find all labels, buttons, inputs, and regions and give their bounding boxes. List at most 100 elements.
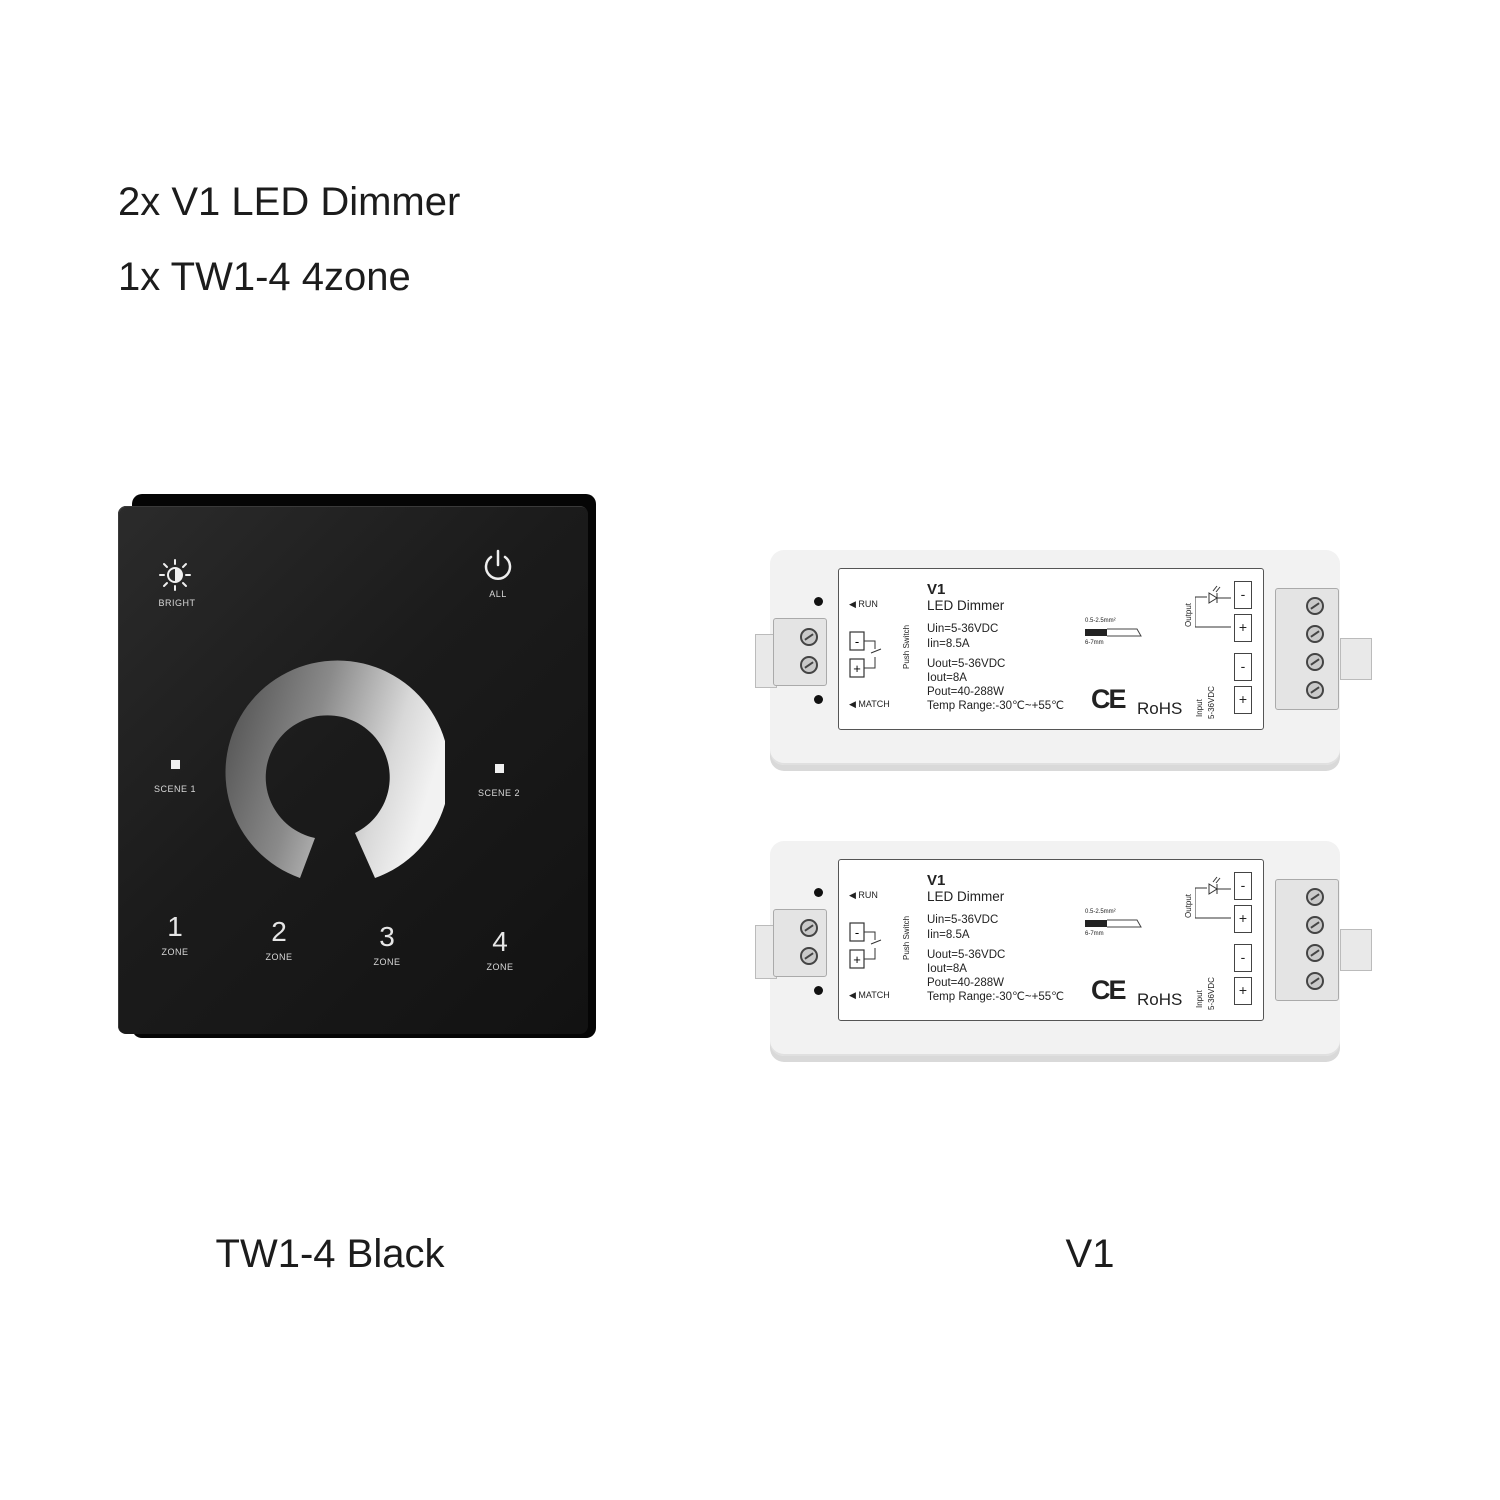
screw — [800, 947, 818, 965]
brightness-dial[interactable] — [215, 638, 445, 898]
dimmer-label: ◀ RUN ◀ MATCH - + Push Switch V1 LED Dim… — [838, 859, 1264, 1021]
led-icon — [1195, 876, 1231, 919]
screw — [1306, 653, 1324, 671]
match-text: ◀ MATCH — [849, 990, 890, 1000]
iout-text: Iout=8A — [927, 963, 967, 975]
run-led — [814, 888, 823, 897]
wire-icon — [1085, 919, 1142, 928]
rohs-mark: RoHS — [1137, 990, 1183, 1009]
iout-text: Iout=8A — [927, 672, 967, 684]
zone-1-label: ZONE — [161, 947, 189, 957]
svg-text:+: + — [853, 661, 861, 676]
zone-3-label: ZONE — [373, 957, 401, 967]
scene-2-label: SCENE 2 — [477, 788, 521, 798]
temp-text: Temp Range:-30℃~+55℃ — [927, 991, 1065, 1003]
right-mount-tab — [1340, 929, 1372, 971]
uout-text: Uout=5-36VDC — [927, 949, 1006, 961]
tw1-4-wall-panel: BRIGHT ALL SCENE 1 SCENE 2 1 — [118, 492, 598, 1040]
switch-icon: - + — [849, 922, 882, 969]
wire-gauge-text: 0.5-2.5mm² — [1085, 909, 1116, 915]
strip-length-text: 6-7mm — [1085, 640, 1104, 646]
match-button[interactable] — [814, 695, 823, 704]
dimmer-label: ◀ RUN ◀ MATCH - + Push Switch V1 LED Dim… — [838, 568, 1264, 730]
scene-1-label: SCENE 1 — [153, 784, 197, 794]
scene-2-button[interactable] — [495, 764, 504, 773]
wire-gauge-text: 0.5-2.5mm² — [1085, 618, 1116, 624]
svg-text:-: - — [855, 925, 859, 940]
match-button[interactable] — [814, 986, 823, 995]
ce-mark: CE — [1091, 684, 1126, 714]
zone-4-number[interactable]: 4 — [492, 926, 508, 957]
scene-1-button[interactable] — [171, 760, 180, 769]
output-text: Output — [1184, 893, 1193, 918]
strip-length-text: 6-7mm — [1085, 931, 1104, 937]
panel-caption: TW1-4 Black — [215, 1232, 445, 1276]
zone-2-number[interactable]: 2 — [271, 916, 287, 947]
screw — [800, 628, 818, 646]
output-plus-terminal: + — [1234, 905, 1252, 933]
iin-text: Iin=8.5A — [927, 929, 970, 941]
zone-2-label: ZONE — [265, 952, 293, 962]
wire-icon — [1085, 628, 1142, 637]
zone-4-label: ZONE — [486, 962, 514, 972]
bright-label: BRIGHT — [158, 598, 196, 608]
output-text: Output — [1184, 602, 1193, 627]
model-text: V1 — [927, 872, 946, 889]
input-plus-terminal: + — [1234, 977, 1252, 1005]
output-input-terminal — [1275, 588, 1339, 710]
output-minus-terminal: - — [1234, 872, 1252, 900]
pout-text: Pout=40-288W — [927, 977, 1005, 989]
svg-text:+: + — [853, 952, 861, 967]
push-switch-text: Push Switch — [902, 624, 911, 669]
uin-text: Uin=5-36VDC — [927, 914, 999, 926]
heading-line-2: 1x TW1-4 4zone — [118, 255, 411, 299]
v1-dimmer-1: ◀ RUN ◀ MATCH - + Push Switch V1 LED Dim… — [755, 550, 1395, 780]
ce-mark: CE — [1091, 975, 1126, 1005]
power-icon[interactable] — [482, 548, 514, 582]
screw — [1306, 916, 1324, 934]
input-voltage-text: 5-36VDC — [1207, 686, 1216, 719]
screw — [1306, 681, 1324, 699]
zone-3-number[interactable]: 3 — [379, 921, 395, 952]
sun-icon[interactable] — [158, 558, 192, 592]
run-text: ◀ RUN — [849, 890, 878, 900]
svg-text:-: - — [855, 634, 859, 649]
input-minus-terminal: - — [1234, 653, 1252, 681]
screw — [800, 919, 818, 937]
push-switch-text: Push Switch — [902, 915, 911, 960]
output-plus-terminal: + — [1234, 614, 1252, 642]
push-switch-terminal — [773, 909, 827, 977]
run-text: ◀ RUN — [849, 599, 878, 609]
panel-face: BRIGHT ALL SCENE 1 SCENE 2 1 — [118, 506, 588, 1034]
v1-dimmer-2: ◀ RUN ◀ MATCH - + Push Switch V1 LED Dim… — [755, 841, 1395, 1071]
zone-1-number[interactable]: 1 — [167, 911, 183, 942]
uout-text: Uout=5-36VDC — [927, 658, 1006, 670]
uin-text: Uin=5-36VDC — [927, 623, 999, 635]
input-minus-terminal: - — [1234, 944, 1252, 972]
screw — [1306, 944, 1324, 962]
push-switch-terminal — [773, 618, 827, 686]
model-text: V1 — [927, 581, 946, 598]
led-icon — [1195, 585, 1231, 628]
screw — [1306, 888, 1324, 906]
input-text: Input — [1195, 699, 1204, 717]
rohs-mark: RoHS — [1137, 699, 1183, 718]
input-plus-terminal: + — [1234, 686, 1252, 714]
product-name-text: LED Dimmer — [927, 889, 1005, 904]
run-led — [814, 597, 823, 606]
all-label: ALL — [489, 589, 507, 599]
dimmer-caption: V1 — [1065, 1232, 1115, 1276]
output-input-terminal — [1275, 879, 1339, 1001]
input-voltage-text: 5-36VDC — [1207, 977, 1216, 1010]
screw — [800, 656, 818, 674]
iin-text: Iin=8.5A — [927, 638, 970, 650]
product-name-text: LED Dimmer — [927, 598, 1005, 613]
pout-text: Pout=40-288W — [927, 686, 1005, 698]
screw — [1306, 972, 1324, 990]
temp-text: Temp Range:-30℃~+55℃ — [927, 700, 1065, 712]
switch-icon: - + — [849, 631, 882, 678]
right-mount-tab — [1340, 638, 1372, 680]
output-minus-terminal: - — [1234, 581, 1252, 609]
input-text: Input — [1195, 990, 1204, 1008]
screw — [1306, 625, 1324, 643]
